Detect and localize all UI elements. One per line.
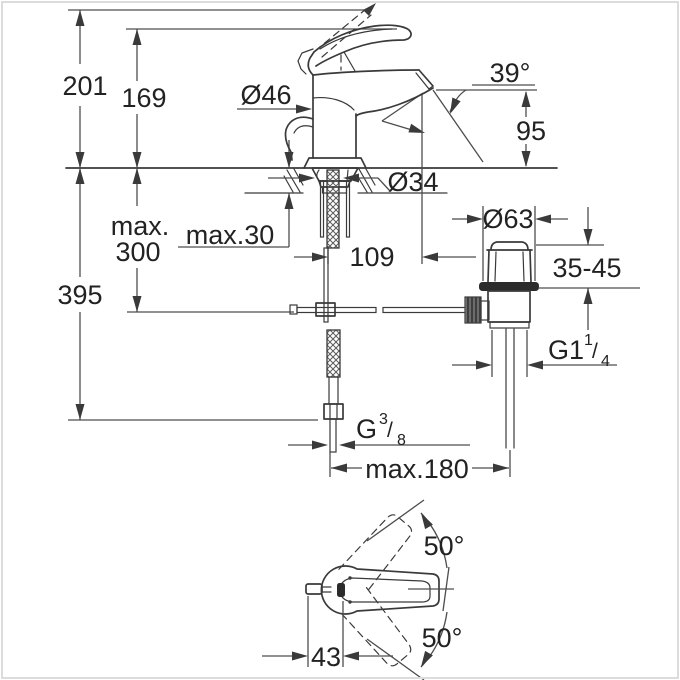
pop-up-knob-top bbox=[305, 583, 323, 595]
dim-max-waste-distance: max.180 bbox=[329, 450, 511, 484]
handle-outline-top bbox=[320, 565, 440, 615]
rod-cross-fitting bbox=[315, 302, 336, 317]
dim-below-deck: 395 bbox=[57, 168, 103, 420]
label-body-diameter: Ø46 bbox=[240, 80, 291, 110]
dim-projection: 109 bbox=[294, 94, 476, 272]
faucet-base bbox=[303, 157, 367, 169]
dim-counter-thickness: max.30 bbox=[178, 140, 294, 250]
dim-hole-diameter: Ø34 bbox=[268, 167, 439, 197]
dim-spout-angle: 39° bbox=[381, 58, 531, 163]
dim-handle-height: 169 bbox=[121, 29, 167, 168]
label-hole-diameter: Ø34 bbox=[387, 167, 438, 197]
handle-rotated-down bbox=[338, 587, 412, 667]
dim-body-diameter: Ø46 bbox=[237, 80, 312, 114]
dim-outlet-height: 95 bbox=[436, 84, 546, 167]
label-spout-angle: 39° bbox=[490, 58, 531, 88]
label-total-height: 201 bbox=[62, 71, 107, 101]
svg-text:8: 8 bbox=[397, 432, 406, 449]
lever-handle bbox=[313, 24, 412, 67]
label-counter-thickness: max.30 bbox=[186, 220, 275, 250]
flow-direction-arrow bbox=[408, 123, 427, 138]
mounting-shank bbox=[311, 167, 359, 249]
dim-max-depth: max. 300 bbox=[111, 168, 170, 312]
dim-total-height: 201 bbox=[62, 10, 108, 168]
label-outlet-height: 95 bbox=[516, 116, 546, 146]
dim-supply-thread: G 3 / 8 bbox=[288, 411, 470, 450]
flexible-supply-hose bbox=[323, 329, 344, 453]
label-projection: 109 bbox=[349, 242, 394, 272]
handle-rotated-up bbox=[338, 514, 413, 593]
svg-text:/: / bbox=[387, 419, 393, 442]
label-max-depth-1: max. bbox=[111, 211, 170, 241]
faucet-top-view: 50° 50° bbox=[305, 499, 465, 680]
deck-hatching bbox=[283, 168, 376, 193]
label-handle-height: 169 bbox=[121, 83, 166, 113]
pop-up-knob-front bbox=[284, 116, 314, 161]
dim-waste-clamp-range: 35-45 bbox=[536, 207, 640, 330]
label-swivel-up: 50° bbox=[424, 531, 465, 561]
svg-text:1: 1 bbox=[584, 332, 593, 349]
hose-connector-nut bbox=[323, 403, 344, 420]
label-swivel-down: 50° bbox=[422, 623, 463, 653]
pop-up-waste-valve bbox=[464, 241, 539, 449]
label-rod-offset: 43 bbox=[311, 642, 341, 672]
supply-hose-upper bbox=[326, 169, 340, 249]
lever-indicator bbox=[337, 583, 345, 597]
svg-text:3: 3 bbox=[379, 411, 388, 428]
dim-rod-offset: 43 bbox=[262, 596, 393, 672]
dim-waste-thread: G1 1 / 4 bbox=[452, 330, 617, 377]
label-waste-diameter: Ø63 bbox=[482, 204, 533, 234]
svg-text:4: 4 bbox=[601, 353, 610, 370]
label-supply-thread: G bbox=[356, 414, 377, 444]
svg-text:/: / bbox=[592, 340, 598, 363]
faucet-front-view bbox=[284, 3, 434, 169]
dim-waste-diameter: Ø63 bbox=[452, 204, 568, 281]
label-below-deck: 395 bbox=[57, 280, 102, 310]
lever-handle-raised bbox=[314, 3, 376, 58]
label-max-depth-2: 300 bbox=[115, 237, 160, 267]
waste-adjuster-knob bbox=[464, 296, 482, 324]
waste-flange-seal bbox=[479, 282, 539, 291]
label-waste-clamp-range: 35-45 bbox=[552, 253, 621, 283]
label-max-waste-distance: max.180 bbox=[365, 454, 469, 484]
label-waste-thread: G1 bbox=[548, 335, 584, 365]
